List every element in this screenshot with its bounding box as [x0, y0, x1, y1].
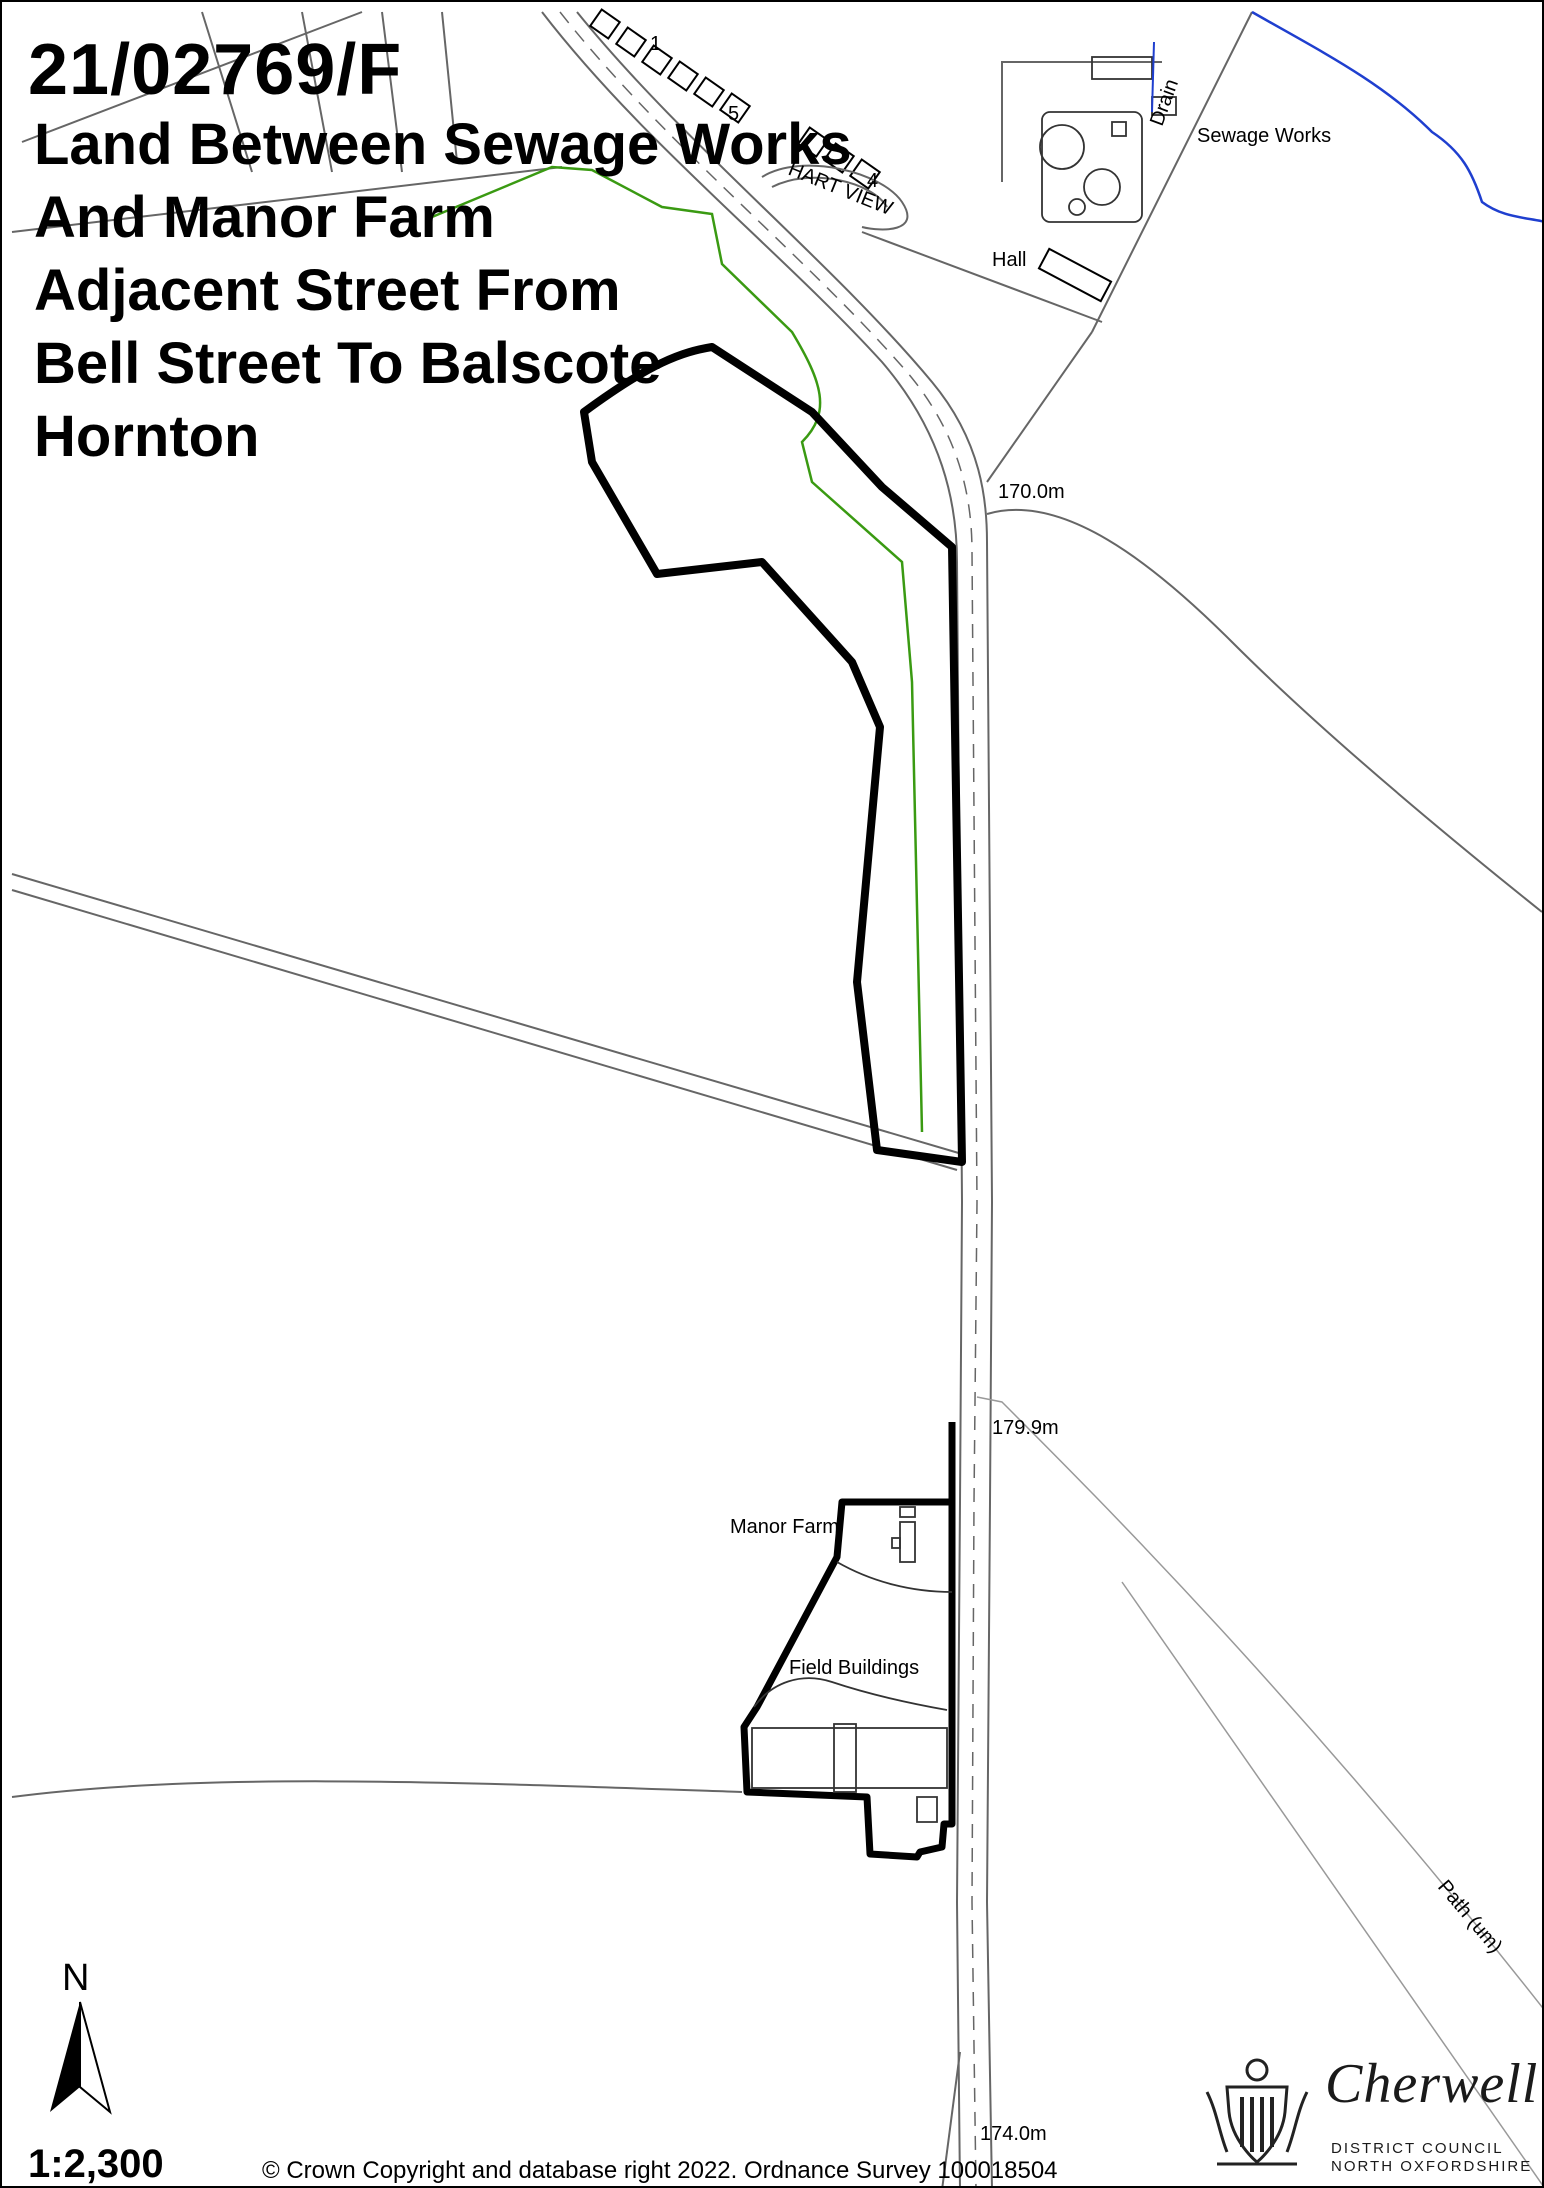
north-label: N [62, 1957, 90, 1999]
field-line-south [11, 1780, 743, 1798]
field-line-north-f [441, 11, 458, 163]
logo-wordmark: Cherwell [1325, 2053, 1539, 2115]
address-line: Hornton [34, 404, 260, 469]
council-crest-icon [1205, 2058, 1309, 2166]
site-boundary-south [740, 1422, 956, 1861]
label-hall: Hall [992, 249, 1026, 271]
field-line-west-double-b [11, 889, 958, 1171]
road-west-edge [541, 11, 964, 2186]
title-block: 21/02769/F Land Between Sewage Works And… [28, 32, 852, 473]
label-house-5: 5 [728, 103, 739, 125]
road-east-edge [576, 11, 994, 2186]
field-line-sewage [1001, 61, 1162, 182]
road-south-west-edge [941, 2051, 961, 2186]
label-spot-height-179: 179.9m [992, 1417, 1059, 1439]
hart-view-houses [588, 8, 882, 190]
field-line-west-double-a [11, 873, 963, 1155]
address-line: Adjacent Street From [34, 258, 621, 323]
label-house-1: 1 [650, 33, 661, 55]
field-boundaries [11, 11, 1542, 1798]
map-scale: 1:2,300 [28, 2142, 164, 2186]
road-centre-dash [559, 11, 978, 2186]
label-spot-height-170: 170.0m [998, 481, 1065, 503]
council-logo: Cherwell DISTRICT COUNCIL NORTH OXFORDSH… [1197, 2052, 1537, 2182]
field-line-north-c [201, 11, 253, 173]
footpath-line-secondary [1121, 1581, 1542, 2186]
drain-watercourse [1251, 10, 1542, 223]
hart-view-close [761, 164, 909, 231]
field-line-east-curve [986, 508, 1542, 913]
address-line: Bell Street To Balscote [34, 331, 662, 396]
field-line-hall [986, 331, 1093, 483]
label-field-buildings: Field Buildings [789, 1657, 919, 1679]
address-line: And Manor Farm [34, 185, 495, 250]
application-reference: 21/02769/F [28, 30, 403, 110]
logo-district-council: DISTRICT COUNCIL [1331, 2140, 1504, 2157]
sewage-works-structures [1039, 56, 1177, 223]
field-line-north-d [301, 11, 333, 173]
field-line-north-east [1091, 11, 1253, 333]
green-footpath [431, 165, 924, 1133]
site-boundary-north [580, 343, 966, 1166]
field-line-north-b [11, 166, 563, 233]
label-house-4: 4 [867, 170, 878, 192]
field-line-hall-south [861, 231, 1103, 323]
north-arrow-icon [50, 2001, 112, 2115]
manor-farm-structures [751, 1506, 953, 1823]
copyright-notice: © Crown Copyright and database right 202… [262, 2157, 1058, 2184]
label-sewage-works: Sewage Works [1197, 125, 1331, 147]
label-spot-height-174: 174.0m [980, 2123, 1047, 2145]
drain-branch [1151, 41, 1155, 113]
public-path-line [976, 1396, 1542, 2009]
label-path: Path (um) [1433, 1876, 1506, 1957]
field-line-north-e [381, 11, 403, 173]
logo-north-oxfordshire: NORTH OXFORDSHIRE [1331, 2158, 1533, 2175]
road [541, 11, 994, 2186]
address-line: Land Between Sewage Works [34, 112, 852, 177]
hall-building [1037, 247, 1113, 303]
label-manor-farm: Manor Farm [730, 1516, 839, 1538]
